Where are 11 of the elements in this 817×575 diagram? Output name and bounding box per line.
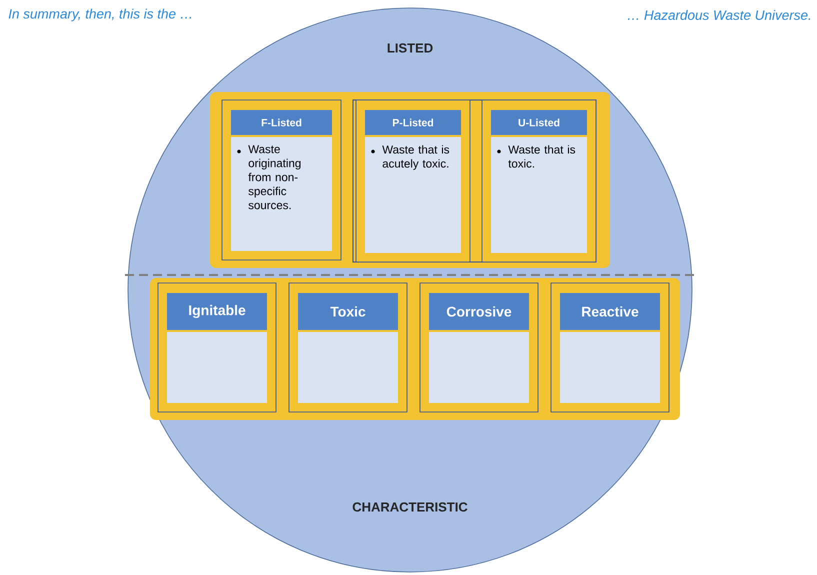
section-heading: LISTED bbox=[388, 43, 433, 53]
category-card: Corrosive bbox=[420, 282, 538, 412]
section-heading: CHARACTERISTIC bbox=[352, 502, 468, 512]
category-card: Reactive bbox=[550, 282, 670, 412]
title-text: … Hazardous Waste Universe. bbox=[628, 10, 810, 20]
title-text: In summary, then, this is the … bbox=[8, 8, 192, 22]
bullet-text: Waste originating from non-specific sources. bbox=[248, 145, 300, 210]
category-card: Toxic bbox=[288, 282, 408, 412]
bullet-text: Waste that is toxic. bbox=[508, 145, 576, 168]
category-card: Ignitable bbox=[158, 282, 276, 412]
bullet-text: Waste that is acutely toxic. bbox=[382, 145, 450, 170]
